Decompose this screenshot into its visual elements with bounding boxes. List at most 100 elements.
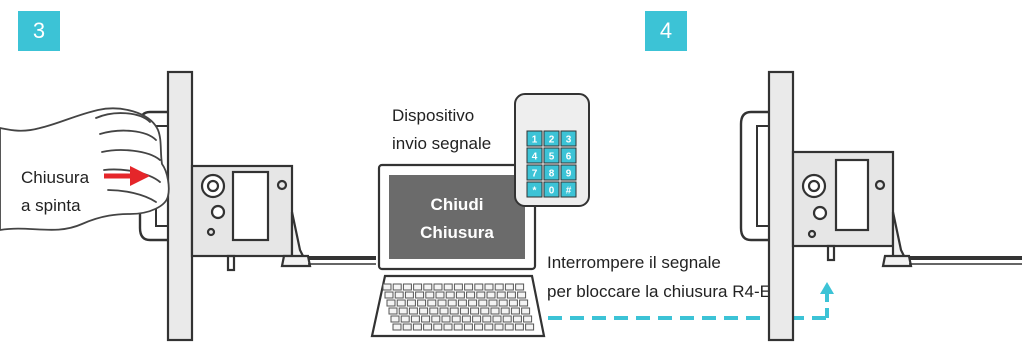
keyboard-key	[496, 291, 506, 299]
keyboard-key	[486, 291, 496, 299]
keyboard-key	[453, 283, 463, 291]
keyboard-key	[472, 315, 482, 323]
keyboard-key	[500, 307, 510, 315]
keyboard-key	[433, 283, 443, 291]
keyboard-key	[382, 283, 392, 291]
signal-arrow-icon	[820, 282, 834, 294]
keyboard-key	[508, 299, 518, 307]
keyboard-key	[443, 323, 453, 331]
keyboard-key	[427, 299, 437, 307]
keyboard-key	[429, 307, 439, 315]
interrupt-label-line1: Interrompere il segnale	[547, 253, 721, 272]
keyboard-key	[510, 307, 520, 315]
keyboard-key	[390, 315, 400, 323]
keyboard-key	[484, 323, 494, 331]
keyboard-key	[433, 323, 443, 331]
keyboard-key	[466, 291, 476, 299]
keyboard-key	[490, 307, 500, 315]
keyboard-key	[413, 283, 423, 291]
interrupt-label-line2: per bloccare la chiusura R4-EM	[547, 282, 785, 301]
keypad-key-label: #	[566, 186, 572, 197]
keypad-key-label: 6	[566, 152, 572, 163]
keyboard-key	[415, 291, 425, 299]
keyboard-key	[386, 299, 396, 307]
screen-label-line1: Chiudi	[431, 195, 484, 214]
device-label-line1: Dispositivo	[392, 106, 474, 125]
keypad-key: 9	[560, 164, 577, 181]
keyboard-key	[400, 315, 410, 323]
step-badge-4: 4	[645, 11, 687, 51]
keypad-key-label: 2	[549, 135, 555, 146]
keyboard-key	[394, 291, 404, 299]
keyboard-key	[421, 315, 431, 323]
keypad-key: 3	[560, 130, 577, 147]
keyboard-key	[470, 307, 480, 315]
keyboard-key	[459, 307, 469, 315]
step-badge-3: 3	[18, 11, 60, 51]
keypad-key: 8	[543, 164, 560, 181]
keyboard-key	[476, 291, 486, 299]
keypad-key: 5	[543, 147, 560, 164]
keypad-key: 6	[560, 147, 577, 164]
lock-assembly-right	[739, 70, 1022, 342]
screen-label-line2: Chiusura	[420, 223, 494, 242]
keyboard-key	[410, 315, 420, 323]
keypad-key: 4	[526, 147, 543, 164]
keyboard-key	[498, 299, 508, 307]
keypad-key-label: 0	[549, 186, 555, 197]
keyboard-key	[435, 291, 445, 299]
keyboard-key	[504, 323, 514, 331]
keyboard-key	[478, 299, 488, 307]
keyboard-key	[488, 299, 498, 307]
keypad-key-label: 3	[566, 135, 572, 146]
keyboard-key	[392, 283, 402, 291]
keyboard-key	[461, 315, 471, 323]
keyboard-key	[464, 283, 474, 291]
keyboard-key	[453, 323, 463, 331]
keyboard-key	[521, 307, 531, 315]
keyboard-key	[519, 299, 529, 307]
keyboard-key	[406, 299, 416, 307]
keyboard-key	[425, 291, 435, 299]
keyboard-key	[468, 299, 478, 307]
keyboard-key	[455, 291, 465, 299]
keyboard-key	[449, 307, 459, 315]
keyboard-key	[439, 307, 449, 315]
keypad-key: 7	[526, 164, 543, 181]
keyboard-key	[474, 323, 484, 331]
keyboard-key	[417, 299, 427, 307]
laptop-icon: Chiudi Chiusura	[370, 163, 546, 338]
keyboard-key	[402, 323, 412, 331]
keyboard-key	[419, 307, 429, 315]
keypad-key-label: 9	[566, 169, 572, 180]
keyboard-key	[431, 315, 441, 323]
keyboard-key	[482, 315, 492, 323]
device-label-line2: invio segnale	[392, 134, 491, 153]
keyboard-key	[512, 315, 522, 323]
keyboard-key	[437, 299, 447, 307]
keyboard-key	[404, 291, 414, 299]
keyboard-key	[514, 323, 524, 331]
keyboard-key	[396, 299, 406, 307]
keyboard-key	[392, 323, 402, 331]
keyboard-key	[525, 323, 535, 331]
keyboard-key	[451, 315, 461, 323]
keyboard-key	[423, 283, 433, 291]
keyboard-key	[402, 283, 412, 291]
keyboard-key	[412, 323, 422, 331]
keypad-key-label: 8	[549, 169, 555, 180]
keyboard-key	[506, 291, 516, 299]
keypad-key: 1	[526, 130, 543, 147]
keyboard-key	[443, 283, 453, 291]
keyboard-key	[408, 307, 418, 315]
keypad-key-label: 1	[532, 135, 538, 146]
keypad-key-label: *	[533, 186, 537, 197]
keyboard-key	[504, 283, 514, 291]
keyboard-key	[445, 291, 455, 299]
push-close-label-line1: Chiusura	[21, 168, 90, 187]
keyboard-key	[517, 291, 527, 299]
lock-assembly-left	[138, 70, 376, 342]
